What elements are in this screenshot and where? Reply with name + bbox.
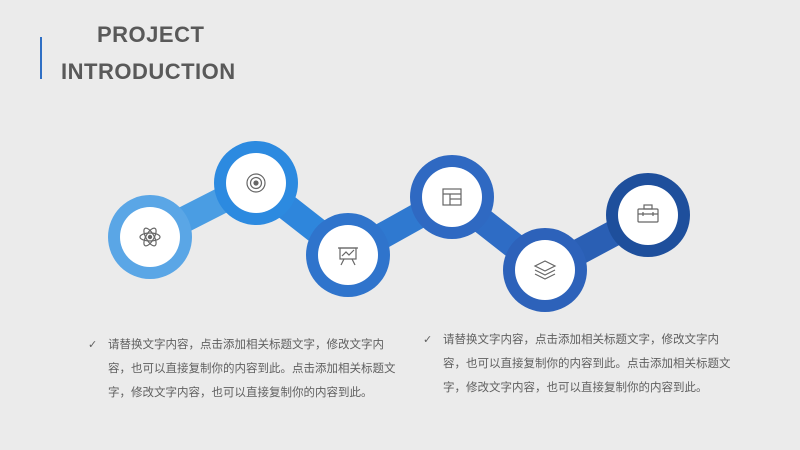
page-title-line-1: PROJECT	[97, 22, 205, 47]
node-4	[410, 155, 494, 239]
node-3	[306, 213, 390, 297]
layers-icon	[533, 260, 557, 280]
page-title-line-2: INTRODUCTION	[61, 59, 236, 84]
title-accent-bar	[40, 37, 42, 79]
presentation-board-icon	[338, 247, 358, 266]
description-right: ✓ 请替换文字内容，点击添加相关标题文字，修改文字内容，也可以直接复制你的内容到…	[423, 328, 738, 400]
check-icon: ✓	[88, 339, 98, 351]
node-5	[503, 228, 587, 312]
description-left: ✓ 请替换文字内容，点击添加相关标题文字，修改文字内容，也可以直接复制你的内容到…	[88, 333, 398, 405]
node-1	[108, 195, 192, 279]
target-icon	[246, 173, 266, 193]
layout-grid-icon	[442, 188, 462, 206]
node-2	[214, 141, 298, 225]
description-right-text: 请替换文字内容，点击添加相关标题文字，修改文字内容，也可以直接复制你的内容到此。…	[443, 334, 731, 394]
briefcase-icon	[637, 204, 659, 223]
atom-icon	[139, 227, 161, 247]
check-icon: ✓	[423, 334, 433, 346]
description-left-text: 请替换文字内容，点击添加相关标题文字，修改文字内容，也可以直接复制你的内容到此。…	[108, 339, 396, 399]
node-6	[606, 173, 690, 257]
